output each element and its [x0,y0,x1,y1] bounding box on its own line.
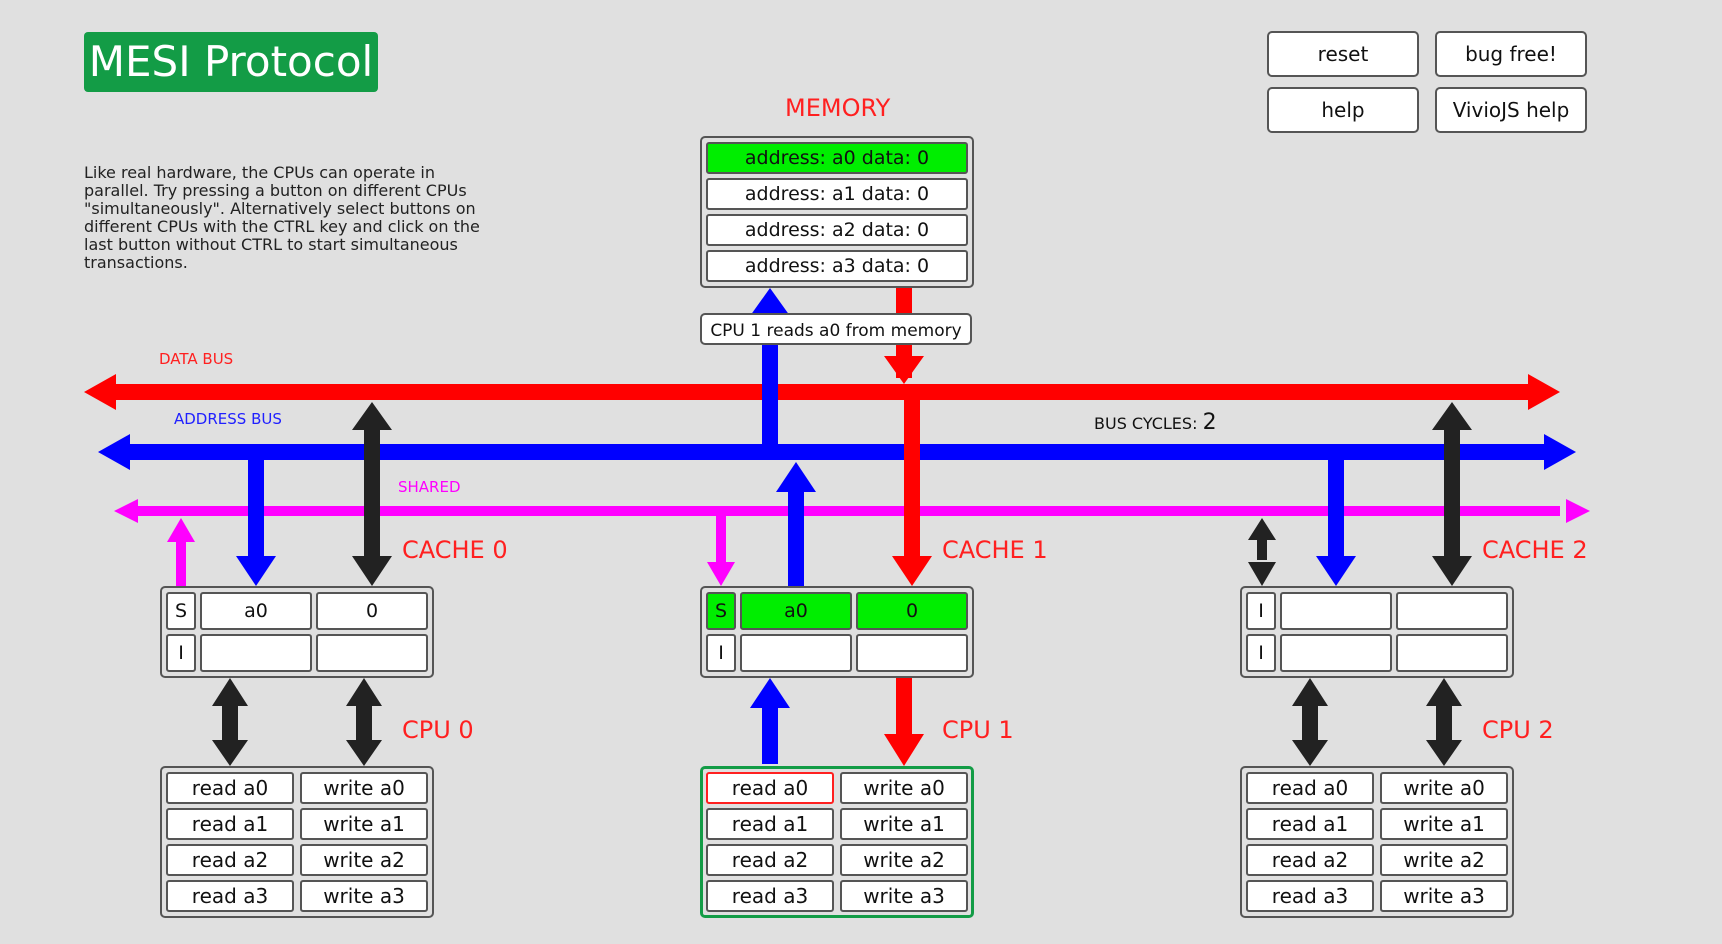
memory-row-a3: address: a3 data: 0 [706,250,968,282]
cpu1-write-a0-button[interactable]: write a0 [840,772,968,804]
cpu2-write-a3-button[interactable]: write a3 [1380,880,1508,912]
cpu1-read-a2-button[interactable]: read a2 [706,844,834,876]
cache1-line1-state: I [706,634,736,672]
cache1-line0-state: S [706,592,736,630]
cpu0-read-a2-button[interactable]: read a2 [166,844,294,876]
cache1-line0-addr: a0 [740,592,852,630]
help-button[interactable]: help [1267,87,1419,133]
cpu1-write-a3-button[interactable]: write a3 [840,880,968,912]
memory-panel: address: a0 data: 0 address: a1 data: 0 … [700,136,974,288]
cache0-line1-addr [200,634,312,672]
cache0-panel: S a0 0 I [160,586,434,678]
cache1-line0-data: 0 [856,592,968,630]
address-bus [98,434,1576,470]
bug-free-button[interactable]: bug free! [1435,31,1587,77]
memory-label: MEMORY [785,94,891,122]
cpu1-read-a0-button[interactable]: read a0 [706,772,834,804]
cpu1-write-a1-button[interactable]: write a1 [840,808,968,840]
cache2-line1-state: I [1246,634,1276,672]
cache0-line0-state: S [166,592,196,630]
cache1-shared-arrow [707,516,735,586]
data-bus-label: DATA BUS [159,350,234,368]
viviojs-help-button[interactable]: VivioJS help [1435,87,1587,133]
bus-cycles-label: BUS CYCLES: 2 [1094,410,1217,435]
cpu2-write-a1-button[interactable]: write a1 [1380,808,1508,840]
cache1-label: CACHE 1 [942,536,1048,564]
cpu0-write-a1-button[interactable]: write a1 [300,808,428,840]
bus-cycles-value: 2 [1202,410,1217,435]
cache0-cpu-arrows [212,678,382,766]
cache0-label: CACHE 0 [402,536,508,564]
cache2-cpu-arrows [1292,678,1462,766]
cache1-address-arrow [776,462,816,586]
reset-button[interactable]: reset [1267,31,1419,77]
cpu0-read-a3-button[interactable]: read a3 [166,880,294,912]
cache1-line1-data [856,634,968,672]
memory-row-a0: address: a0 data: 0 [706,142,968,174]
cache2-line0-data [1396,592,1508,630]
cache2-shared-arrow [1248,518,1276,586]
cpu0-write-a0-button[interactable]: write a0 [300,772,428,804]
cpu0-panel: read a0 write a0 read a1 write a1 read a… [160,766,434,918]
cache0-line1-data [316,634,428,672]
cache0-line0-addr: a0 [200,592,312,630]
cache1-panel: S a0 0 I [700,586,974,678]
cache0-line1-state: I [166,634,196,672]
cpu1-panel: read a0 write a0 read a1 write a1 read a… [700,766,974,918]
cpu0-read-a0-button[interactable]: read a0 [166,772,294,804]
cache2-line1-addr [1280,634,1392,672]
cpu1-label: CPU 1 [942,716,1014,744]
memory-row-a2: address: a2 data: 0 [706,214,968,246]
cpu2-read-a1-button[interactable]: read a1 [1246,808,1374,840]
cpu0-label: CPU 0 [402,716,474,744]
shared-bus [114,499,1590,523]
cpu2-read-a2-button[interactable]: read a2 [1246,844,1374,876]
cache2-line0-state: I [1246,592,1276,630]
cache0-data-arrow [352,402,392,586]
cpu1-read-a1-button[interactable]: read a1 [706,808,834,840]
cpu1-write-a2-button[interactable]: write a2 [840,844,968,876]
cache2-label: CACHE 2 [1482,536,1588,564]
cpu2-panel: read a0 write a0 read a1 write a1 read a… [1240,766,1514,918]
data-bus [84,374,1560,410]
cache2-line0-addr [1280,592,1392,630]
cpu1-read-a3-button[interactable]: read a3 [706,880,834,912]
cpu2-read-a3-button[interactable]: read a3 [1246,880,1374,912]
status-message: CPU 1 reads a0 from memory [700,313,972,345]
cache2-address-arrow [1316,460,1356,586]
address-bus-label: ADDRESS BUS [174,410,282,428]
cpu0-write-a2-button[interactable]: write a2 [300,844,428,876]
cpu0-write-a3-button[interactable]: write a3 [300,880,428,912]
cpu2-read-a0-button[interactable]: read a0 [1246,772,1374,804]
memory-row-a1: address: a1 data: 0 [706,178,968,210]
cache1-line1-addr [740,634,852,672]
cache0-shared-arrow [167,518,195,588]
cache2-line1-data [1396,634,1508,672]
cpu2-write-a0-button[interactable]: write a0 [1380,772,1508,804]
cpu2-write-a2-button[interactable]: write a2 [1380,844,1508,876]
page-title: MESI Protocol [84,32,378,92]
cache1-data-arrow [892,398,932,586]
cpu0-read-a1-button[interactable]: read a1 [166,808,294,840]
description-text: Like real hardware, the CPUs can operate… [84,163,480,272]
cache1-cpu-arrows [750,676,924,766]
cache2-panel: I I [1240,586,1514,678]
cache0-address-arrow [236,460,276,586]
cpu2-label: CPU 2 [1482,716,1554,744]
shared-bus-label: SHARED [398,478,461,496]
memory-address-arrow [750,288,790,446]
cache2-data-arrow [1432,402,1472,586]
cache0-line0-data: 0 [316,592,428,630]
